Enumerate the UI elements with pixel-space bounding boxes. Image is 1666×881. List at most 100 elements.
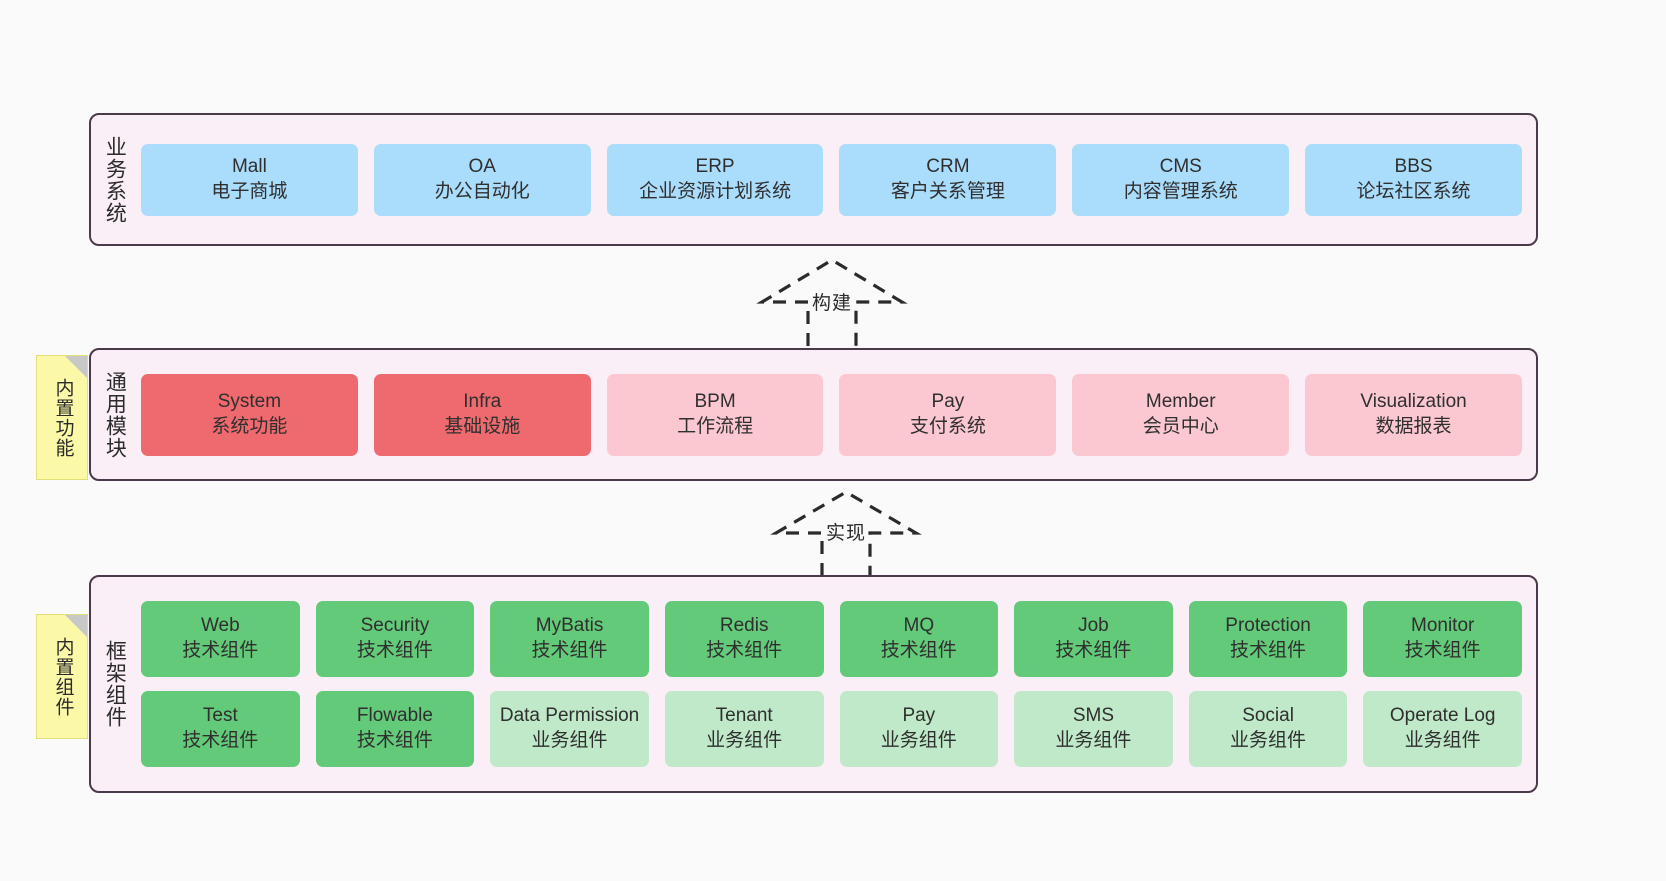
node-social[interactable]: Social 业务组件 xyxy=(1188,691,1348,767)
node-operate-log[interactable]: Operate Log 业务组件 xyxy=(1363,691,1522,767)
node-subtitle: 办公自动化 xyxy=(434,180,530,202)
node-title: System xyxy=(217,390,282,412)
node-title: BBS xyxy=(1394,155,1433,177)
node-visualization[interactable]: Visualization 数据报表 xyxy=(1305,373,1522,456)
node-title: Pay xyxy=(902,705,936,727)
node-title: OA xyxy=(468,155,496,177)
node-infra[interactable]: Infra 基础设施 xyxy=(373,373,591,456)
node-subtitle: 技术组件 xyxy=(356,730,433,751)
layer-label-framework-components: 框架组件 xyxy=(103,640,127,728)
node-subtitle: 业务组件 xyxy=(1404,730,1481,751)
node-subtitle: 技术组件 xyxy=(356,640,433,661)
node-pay[interactable]: Pay 支付系统 xyxy=(839,373,1057,456)
node-title: Monitor xyxy=(1411,615,1475,637)
node-job[interactable]: Job 技术组件 xyxy=(1014,601,1173,677)
sticky-note-label: 内置组件 xyxy=(52,636,74,717)
sticky-note-label: 内置功能 xyxy=(52,377,74,458)
node-subtitle: 技术组件 xyxy=(1055,640,1132,661)
node-subtitle: 业务组件 xyxy=(706,730,783,751)
node-cms[interactable]: CMS 内容管理系统 xyxy=(1072,143,1290,216)
node-subtitle: 数据报表 xyxy=(1375,415,1452,437)
node-subtitle: 技术组件 xyxy=(182,640,259,661)
node-title: Job xyxy=(1078,615,1109,637)
node-subtitle: 技术组件 xyxy=(1404,640,1481,661)
node-title: Web xyxy=(200,615,240,637)
node-subtitle: 技术组件 xyxy=(531,640,608,661)
sticky-note-builtin-components: 内置组件 xyxy=(36,614,88,739)
node-protection[interactable]: Protection 技术组件 xyxy=(1188,601,1348,677)
node-subtitle: 业务组件 xyxy=(1055,730,1132,751)
node-monitor[interactable]: Monitor 技术组件 xyxy=(1363,601,1522,677)
node-subtitle: 内容管理系统 xyxy=(1123,180,1238,202)
node-mybatis[interactable]: MyBatis 技术组件 xyxy=(490,601,649,677)
layer-body-framework-components: Web 技术组件 Security 技术组件 MyBatis 技术组件 Redi… xyxy=(137,577,1536,791)
layer-label-common-modules: 通用模块 xyxy=(103,370,127,459)
node-title: BPM xyxy=(694,390,736,412)
node-title: Operate Log xyxy=(1389,705,1496,727)
node-title: Visualization xyxy=(1360,390,1467,412)
node-subtitle: 业务组件 xyxy=(880,730,957,751)
node-subtitle: 技术组件 xyxy=(1230,640,1307,661)
node-subtitle: 技术组件 xyxy=(706,640,783,661)
node-subtitle: 业务组件 xyxy=(531,730,608,751)
node-data-permission[interactable]: Data Permission 业务组件 xyxy=(490,691,649,767)
arrow-build-up: 构建 xyxy=(752,256,912,346)
node-mq[interactable]: MQ 技术组件 xyxy=(839,601,999,677)
layer-business-systems: 业务系统 Mall 电子商城 OA 办公自动化 ERP 企业资源计划系统 CRM… xyxy=(89,113,1538,246)
node-crm[interactable]: CRM 客户关系管理 xyxy=(839,143,1057,216)
node-title: SMS xyxy=(1072,705,1115,727)
node-title: Social xyxy=(1242,705,1294,727)
node-member[interactable]: Member 会员中心 xyxy=(1072,373,1290,456)
node-subtitle: 客户关系管理 xyxy=(890,180,1005,202)
node-title: Tenant xyxy=(715,705,773,727)
node-title: MQ xyxy=(903,615,935,637)
node-system[interactable]: System 系统功能 xyxy=(141,373,358,456)
sticky-note-builtin-features: 内置功能 xyxy=(36,355,88,480)
node-title: CMS xyxy=(1159,155,1202,177)
node-subtitle: 企业资源计划系统 xyxy=(639,180,792,202)
node-subtitle: 支付系统 xyxy=(909,415,986,437)
node-title: Data Permission xyxy=(499,705,640,727)
node-pay-business[interactable]: Pay 业务组件 xyxy=(839,691,999,767)
layer-body-business-systems: Mall 电子商城 OA 办公自动化 ERP 企业资源计划系统 CRM 客户关系… xyxy=(137,115,1536,244)
row: Test 技术组件 Flowable 技术组件 Data Permission … xyxy=(141,691,1522,767)
node-subtitle: 技术组件 xyxy=(182,730,259,751)
node-title: CRM xyxy=(926,155,970,177)
node-flowable[interactable]: Flowable 技术组件 xyxy=(315,691,475,767)
node-subtitle: 工作流程 xyxy=(677,415,754,437)
arrow-build-icon xyxy=(756,258,908,346)
node-title: Mall xyxy=(231,155,267,177)
layer-label-business-systems: 业务系统 xyxy=(103,135,127,224)
node-title: Pay xyxy=(931,390,965,412)
node-redis[interactable]: Redis 技术组件 xyxy=(664,601,824,677)
node-sms[interactable]: SMS 业务组件 xyxy=(1014,691,1173,767)
node-subtitle: 论坛社区系统 xyxy=(1356,180,1471,202)
node-erp[interactable]: ERP 企业资源计划系统 xyxy=(606,143,824,216)
row: Mall 电子商城 OA 办公自动化 ERP 企业资源计划系统 CRM 客户关系… xyxy=(141,143,1522,216)
node-web[interactable]: Web 技术组件 xyxy=(141,601,300,677)
node-bpm[interactable]: BPM 工作流程 xyxy=(606,373,824,456)
node-title: Protection xyxy=(1225,615,1311,637)
node-subtitle: 电子商城 xyxy=(211,180,288,202)
node-bbs[interactable]: BBS 论坛社区系统 xyxy=(1305,143,1522,216)
node-tenant[interactable]: Tenant 业务组件 xyxy=(664,691,824,767)
node-test[interactable]: Test 技术组件 xyxy=(141,691,300,767)
node-subtitle: 会员中心 xyxy=(1142,415,1219,437)
node-subtitle: 业务组件 xyxy=(1230,730,1307,751)
node-mall[interactable]: Mall 电子商城 xyxy=(141,143,358,216)
node-title: Test xyxy=(202,705,238,727)
node-subtitle: 系统功能 xyxy=(211,415,288,437)
node-security[interactable]: Security 技术组件 xyxy=(315,601,475,677)
layer-common-modules: 通用模块 System 系统功能 Infra 基础设施 BPM 工作流程 Pay… xyxy=(89,348,1538,481)
node-subtitle: 基础设施 xyxy=(444,415,521,437)
node-title: Infra xyxy=(463,390,502,412)
layer-framework-components: 框架组件 Web 技术组件 Security 技术组件 MyBatis 技术组件… xyxy=(89,575,1538,793)
node-subtitle: 技术组件 xyxy=(880,640,957,661)
node-title: MyBatis xyxy=(535,615,604,637)
node-title: Flowable xyxy=(356,705,433,727)
row: Web 技术组件 Security 技术组件 MyBatis 技术组件 Redi… xyxy=(141,601,1522,677)
node-oa[interactable]: OA 办公自动化 xyxy=(373,143,591,216)
layer-body-common-modules: System 系统功能 Infra 基础设施 BPM 工作流程 Pay 支付系统… xyxy=(137,350,1536,479)
node-title: Redis xyxy=(719,615,769,637)
